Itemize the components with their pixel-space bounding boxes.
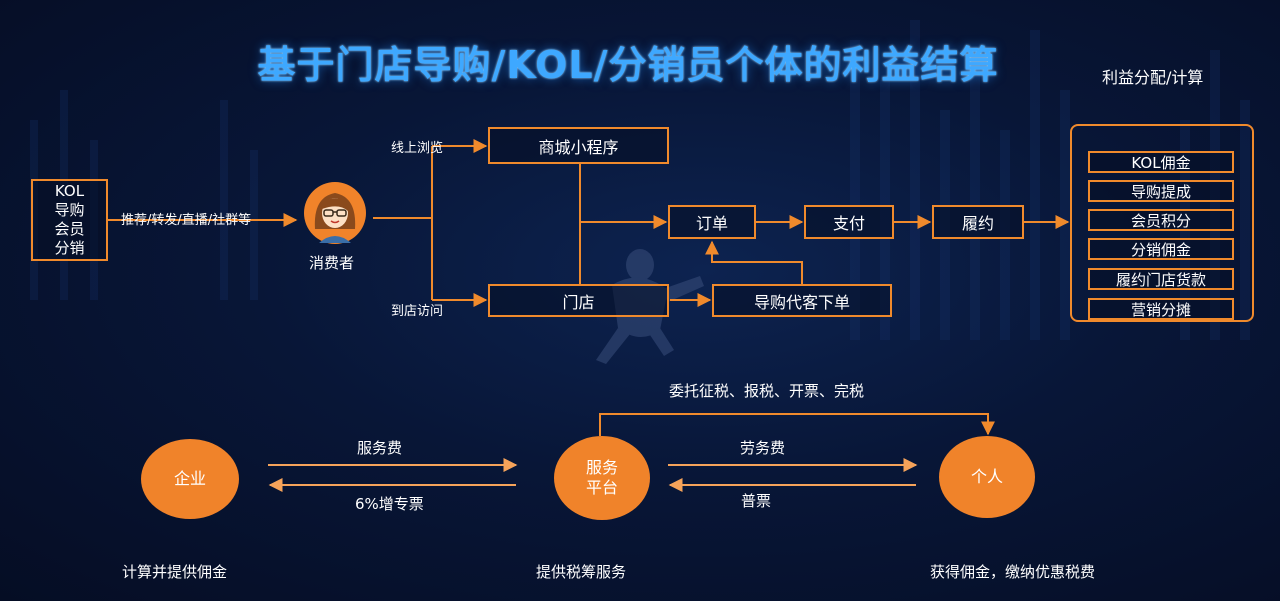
vat-invoice-label: 6%增专票 (355, 495, 424, 513)
individual-label: 个人 (970, 467, 1003, 486)
guide-order-node: 导购代客下单 (712, 284, 892, 317)
fulfillment-node: 履约 (932, 205, 1024, 239)
consumer-label: 消费者 (309, 254, 355, 272)
settlement-group (1070, 124, 1254, 322)
order-node: 订单 (668, 205, 756, 239)
source-role-distributor: 分销 (54, 239, 85, 257)
platform-label-line2: 平台 (585, 478, 618, 497)
payment-node: 支付 (804, 205, 894, 239)
branch-offline-label: 到店访问 (391, 304, 444, 319)
enterprise-label: 企业 (173, 469, 206, 488)
labor-fee-label: 劳务费 (740, 439, 786, 457)
settlement-item-marketing-share: 营销分摊 (1088, 298, 1234, 320)
branch-online-label: 线上浏览 (391, 141, 444, 156)
source-role-guide: 导购 (54, 201, 85, 219)
individual-description: 获得佣金，缴纳优惠税费 (930, 563, 1096, 581)
source-roles-box: KOL 导购 会员 分销 (31, 179, 108, 261)
enterprise-description: 计算并提供佣金 (122, 563, 228, 581)
page-title: 基于门店导购/KOL/分销员个体的利益结算 (257, 43, 999, 87)
settlement-item-guide-bonus: 导购提成 (1088, 180, 1234, 202)
settlement-item-distribution-commission: 分销佣金 (1088, 238, 1234, 260)
individual-circle: 个人 (939, 436, 1035, 518)
source-arrow-label: 推荐/转发/直播/社群等 (121, 213, 252, 228)
platform-description: 提供税筹服务 (536, 563, 627, 581)
settlement-item-store-payment: 履约门店货款 (1088, 268, 1234, 290)
settlement-item-kol-commission: KOL佣金 (1088, 151, 1234, 173)
store-node: 门店 (488, 284, 669, 317)
mall-miniprogram-node: 商城小程序 (488, 127, 669, 164)
general-invoice-label: 普票 (741, 492, 772, 510)
source-role-member: 会员 (54, 220, 85, 238)
woman-avatar-icon (304, 182, 366, 244)
platform-label-line1: 服务 (585, 458, 618, 477)
settlement-item-member-points: 会员积分 (1088, 209, 1234, 231)
service-fee-label: 服务费 (357, 439, 403, 457)
delegated-tax-label: 委托征税、报税、开票、完税 (669, 382, 865, 400)
enterprise-circle: 企业 (141, 439, 239, 519)
service-platform-circle: 服务 平台 (554, 436, 650, 520)
settlement-caption: 利益分配/计算 (1102, 68, 1204, 87)
source-role-kol: KOL (54, 182, 85, 200)
